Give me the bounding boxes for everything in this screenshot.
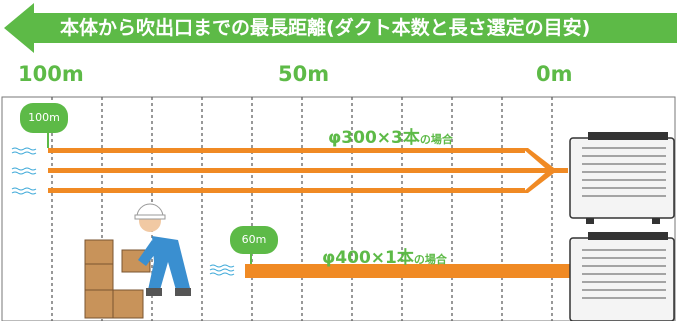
duct-connector bbox=[548, 168, 568, 173]
case-label-400-suffix: の場合 bbox=[413, 253, 447, 266]
left-arrow-icon bbox=[4, 3, 677, 53]
banner bbox=[4, 3, 677, 53]
callout-100m bbox=[20, 103, 68, 148]
cardboard-box-icon bbox=[84, 239, 151, 319]
distance-label-0m: 0m bbox=[536, 62, 573, 86]
grid-lines bbox=[51, 97, 553, 321]
callout-label-60m: 60m bbox=[241, 233, 267, 246]
duct-line-3 bbox=[48, 188, 525, 193]
distance-label-100m: 100m bbox=[18, 62, 84, 86]
air-outlet-icon bbox=[11, 147, 37, 195]
case-label-300-suffix: の場合 bbox=[419, 133, 453, 146]
duct-group-300 bbox=[48, 148, 568, 193]
duct-line-1 bbox=[48, 148, 525, 153]
distance-label-50m: 50m bbox=[278, 62, 330, 86]
air-outlet-icon bbox=[209, 264, 235, 276]
worker-icon bbox=[134, 203, 191, 296]
callout-60m bbox=[230, 226, 278, 264]
duct-line-thick bbox=[245, 264, 573, 278]
case-label-400: φ400×1本の場合 bbox=[322, 243, 447, 268]
callout-label-100m: 100m bbox=[28, 111, 60, 124]
air-conditioner-unit-icon bbox=[569, 232, 675, 321]
case-label-300-main: φ300×3本 bbox=[328, 128, 420, 148]
case-label-400-main: φ400×1本 bbox=[322, 248, 414, 268]
chart-frame bbox=[1, 96, 676, 321]
air-conditioner-unit-icon bbox=[569, 132, 675, 224]
banner-title: 本体から吹出口までの最長距離(ダクト本数と長さ選定の目安) bbox=[60, 17, 591, 39]
duct-line-2 bbox=[48, 168, 548, 173]
case-label-300: φ300×3本の場合 bbox=[328, 123, 453, 148]
duct-merge bbox=[522, 148, 554, 193]
